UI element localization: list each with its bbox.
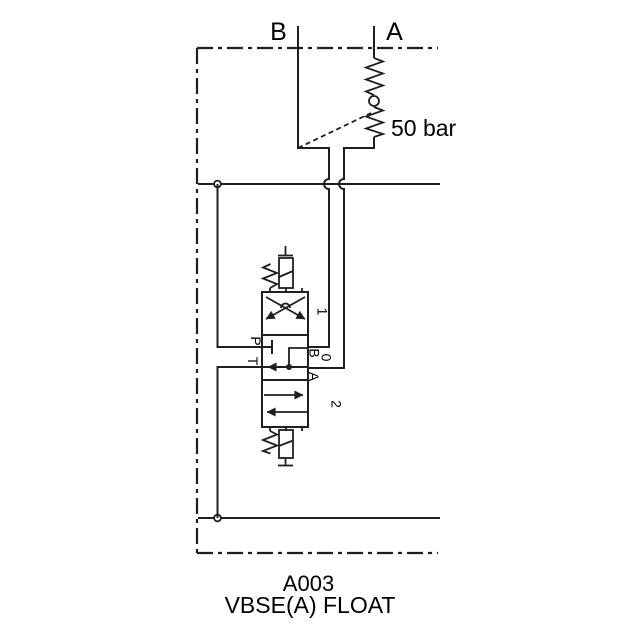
relief-pressure-label: 50 bar <box>391 115 457 141</box>
port-a-line <box>308 26 375 369</box>
bottom-spring <box>260 430 280 455</box>
pilot-line <box>297 112 372 149</box>
valve-position-0-symbol <box>286 347 308 370</box>
relief-valve-symbol <box>363 57 386 138</box>
p-supply-line <box>216 184 273 354</box>
valve-position-1-symbol <box>265 296 306 320</box>
caption-title: VBSE(A) FLOAT <box>225 592 396 618</box>
caption-code: A003 <box>283 571 334 596</box>
valve-position-2-label: 2 <box>329 400 345 408</box>
enclosure-boundary <box>195 46 438 555</box>
top-plunger <box>278 257 294 289</box>
port-b-label: B <box>270 18 287 46</box>
valve-position-0-label: 0 <box>319 354 335 362</box>
valve-port-t-label: T <box>245 357 261 366</box>
t-return-line <box>216 362 308 518</box>
valve-position-1-label: 1 <box>315 308 331 316</box>
relief-ball <box>368 95 380 107</box>
top-actuator <box>260 246 303 292</box>
bottom-actuator <box>260 427 303 467</box>
valve-port-p-label: P <box>248 336 264 345</box>
internal-junction <box>286 364 292 370</box>
port-a-label: A <box>386 18 403 46</box>
control-valve-body <box>261 291 309 428</box>
valve-port-a-label: A <box>306 372 322 382</box>
valve-port-b-label: B <box>307 348 323 357</box>
port-b-line <box>297 26 330 348</box>
top-spring <box>260 263 280 289</box>
valve-position-2-symbol <box>264 390 307 417</box>
